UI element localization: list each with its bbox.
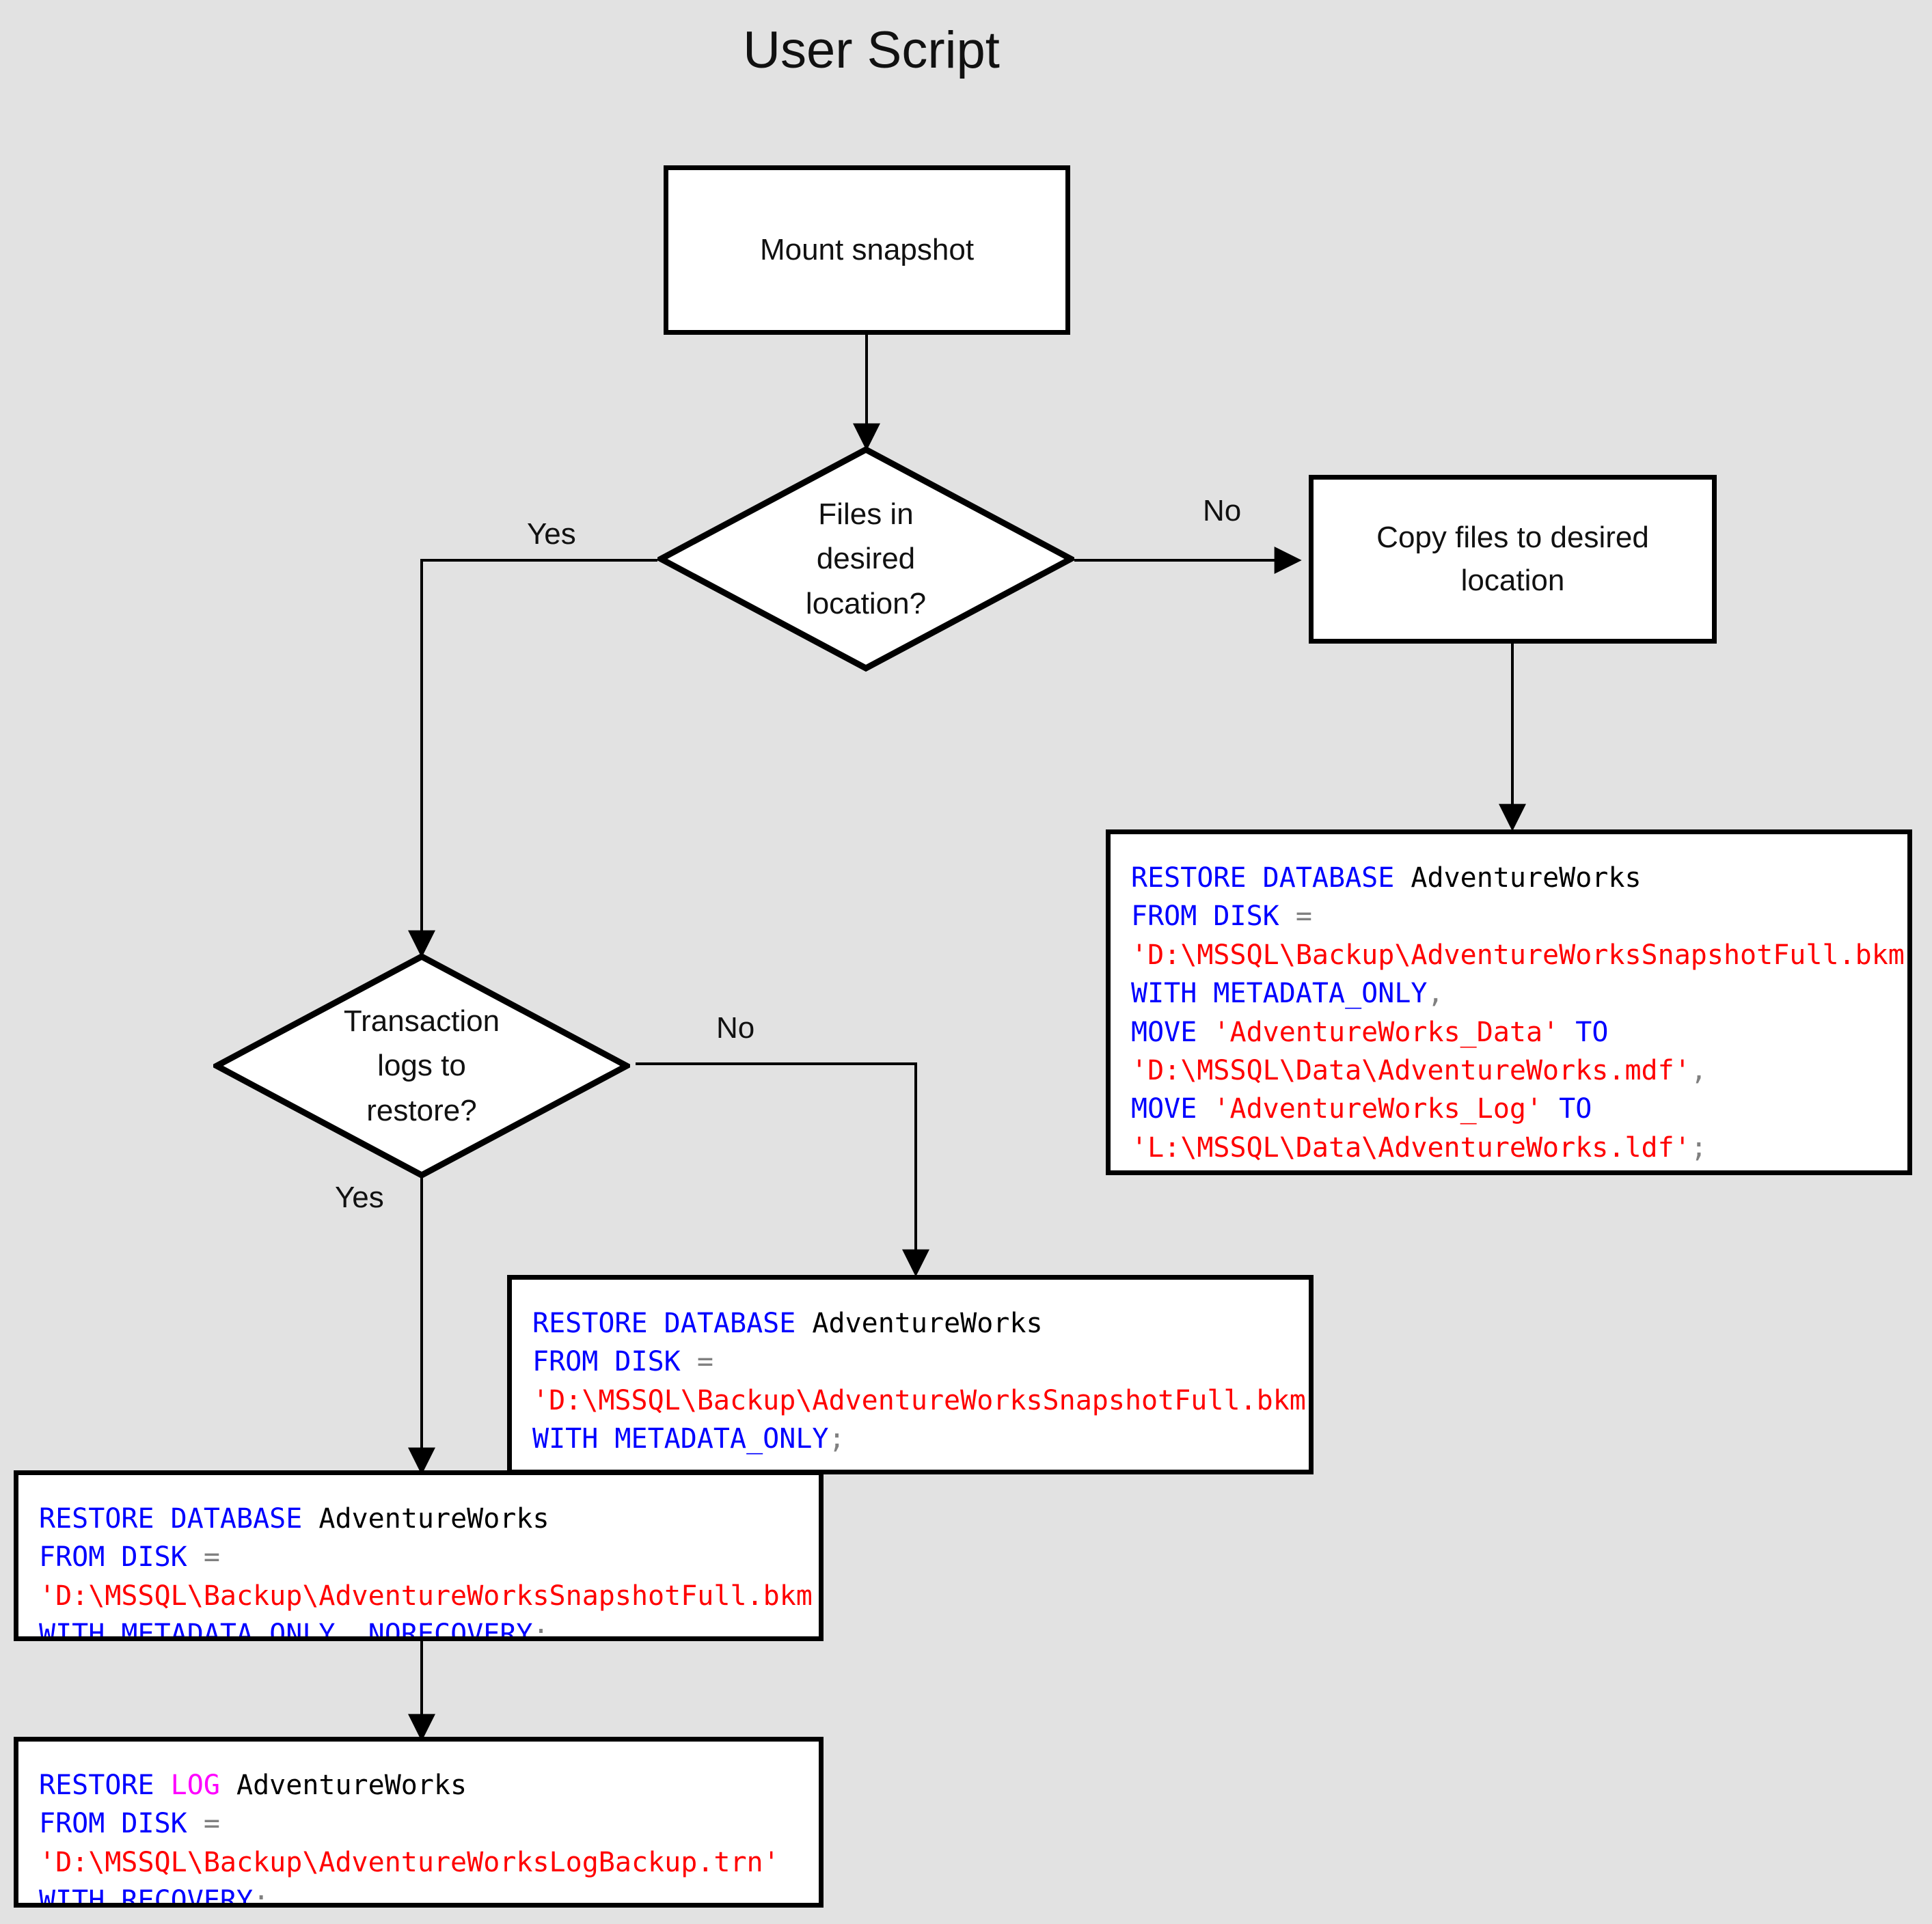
code-line: WITH METADATA_ONLY, NORECOVERY;	[39, 1615, 819, 1641]
code-token: AdventureWorks	[318, 1503, 549, 1535]
code-line: MOVE 'AdventureWorks_Log' TO	[1131, 1090, 1907, 1128]
code-token: ;	[1690, 1131, 1707, 1164]
diamond-shape	[657, 446, 1074, 672]
code-token: RESTORE DATABASE	[1131, 862, 1411, 894]
code-line: MOVE 'AdventureWorks_Data' TO	[1131, 1013, 1907, 1052]
code-line: RESTORE DATABASE AdventureWorks	[39, 1500, 819, 1538]
code-token: WITH METADATA_ONLY	[1131, 978, 1428, 1010]
code-token: FROM DISK	[39, 1541, 204, 1573]
code-token: LOG	[170, 1770, 236, 1801]
code-token: 'D:\MSSQL\Backup\AdventureWorksSnapshotF…	[532, 1384, 1314, 1416]
node-mount-snapshot[interactable]: Mount snapshot	[664, 165, 1070, 335]
code-token: AdventureWorks	[1411, 862, 1642, 894]
page-title: User Script	[743, 21, 1000, 79]
code-line: FROM DISK =	[1131, 897, 1907, 935]
code-token: =	[1295, 901, 1312, 933]
diamond-shape	[213, 953, 630, 1179]
code-token: ;	[253, 1885, 270, 1908]
code-token: 'AdventureWorks_Data'	[1213, 1016, 1560, 1048]
code-token: TO	[1559, 1016, 1609, 1048]
code-token: ,	[1427, 978, 1444, 1010]
code-token: FROM DISK	[1131, 901, 1296, 933]
code-token: WITH METADATA_ONLY	[39, 1619, 336, 1641]
code-line: 'D:\MSSQL\Backup\AdventureWorksLogBackup…	[39, 1843, 819, 1882]
code-token: ;	[532, 1619, 549, 1641]
code-token: FROM DISK	[532, 1346, 697, 1378]
code-line: 'L:\MSSQL\Data\AdventureWorks.ldf';	[1131, 1129, 1907, 1167]
code-line: FROM DISK =	[39, 1804, 819, 1843]
code-token: WITH RECOVERY	[39, 1885, 254, 1908]
code-line: WITH METADATA_ONLY;	[532, 1420, 1309, 1458]
code-line: 'D:\MSSQL\Data\AdventureWorks.mdf',	[1131, 1052, 1907, 1090]
code-token: RESTORE DATABASE	[532, 1308, 813, 1339]
code-token: 'L:\MSSQL\Data\AdventureWorks.ldf'	[1131, 1131, 1691, 1164]
code-line: RESTORE LOG AdventureWorks	[39, 1766, 819, 1804]
code-token: ,	[335, 1619, 368, 1641]
code-token: =	[203, 1808, 220, 1840]
code-token: RESTORE	[39, 1770, 171, 1801]
code-line: WITH RECOVERY;	[39, 1882, 819, 1908]
code-line: 'D:\MSSQL\Backup\AdventureWorksSnapshotF…	[39, 1577, 819, 1615]
code-token: FROM DISK	[39, 1808, 204, 1840]
edge-label-files-no: No	[1203, 494, 1242, 527]
edge-label-logs-yes: Yes	[335, 1181, 384, 1214]
code-token: AdventureWorks	[236, 1770, 467, 1801]
code-token: RESTORE DATABASE	[39, 1503, 319, 1535]
code-line: WITH METADATA_ONLY,	[1131, 974, 1907, 1013]
code-token: 'D:\MSSQL\Data\AdventureWorks.mdf'	[1131, 1054, 1691, 1086]
node-mount-snapshot-label: Mount snapshot	[759, 232, 975, 266]
code-token: =	[696, 1346, 713, 1378]
code-line: 'D:\MSSQL\Backup\AdventureWorksSnapshotF…	[532, 1382, 1309, 1420]
edge-label-files-yes: Yes	[527, 517, 576, 551]
edge-label-logs-no: No	[716, 1011, 755, 1045]
code-token: MOVE	[1131, 1016, 1214, 1048]
code-token: NORECOVERY	[368, 1619, 533, 1641]
code-token: TO	[1542, 1093, 1592, 1125]
code-line: RESTORE DATABASE AdventureWorks	[1131, 859, 1907, 897]
code-line: 'D:\MSSQL\Backup\AdventureWorksSnapshotF…	[1131, 936, 1907, 974]
code-line: FROM DISK =	[39, 1538, 819, 1576]
code-token: MOVE	[1131, 1093, 1214, 1125]
code-token: AdventureWorks	[812, 1308, 1043, 1339]
code-token: 'D:\MSSQL\Backup\AdventureWorksLogBackup…	[39, 1846, 780, 1878]
code-token: ;	[828, 1423, 845, 1455]
code-token: 'AdventureWorks_Log'	[1213, 1093, 1543, 1125]
code-token: ,	[1690, 1054, 1707, 1086]
code-token: =	[203, 1541, 220, 1573]
code-token: 'D:\MSSQL\Backup\AdventureWorksSnapshotF…	[39, 1580, 824, 1612]
code-token: 'D:\MSSQL\Backup\AdventureWorksSnapshotF…	[1131, 939, 1912, 971]
code-line: RESTORE DATABASE AdventureWorks	[532, 1304, 1309, 1343]
code-line: FROM DISK =	[532, 1343, 1309, 1381]
code-token: WITH METADATA_ONLY	[532, 1423, 829, 1455]
